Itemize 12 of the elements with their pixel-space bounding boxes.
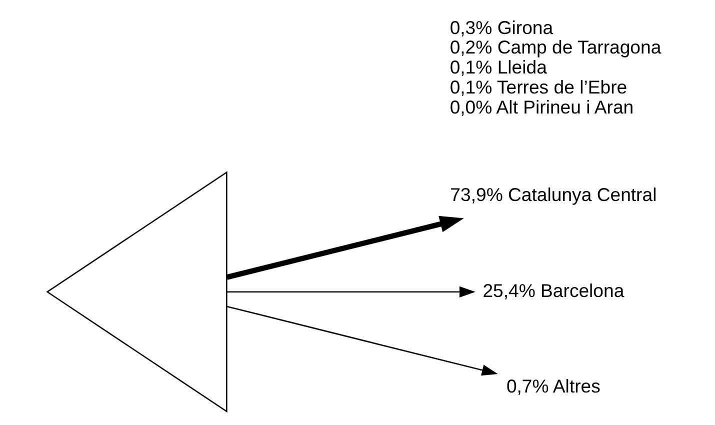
node-triangle bbox=[46, 171, 228, 413]
label: 0,3% Girona bbox=[450, 16, 554, 38]
arrow bbox=[226, 286, 476, 298]
label: 0,0% Alt Pirineu i Aran bbox=[450, 96, 634, 118]
label: 0,1% Lleida bbox=[450, 56, 547, 78]
arrow bbox=[226, 216, 464, 280]
node-text: 73,9% Catalunya Central bbox=[450, 184, 657, 206]
node-text: 25,4% Barcelona bbox=[482, 280, 624, 301]
label: 0,2% Camp de Tarragona bbox=[450, 36, 662, 58]
arrow bbox=[226, 306, 498, 376]
label: 0,1% Terres de l’Ebre bbox=[450, 76, 628, 98]
node-text: 0,7% Altres bbox=[506, 375, 600, 396]
